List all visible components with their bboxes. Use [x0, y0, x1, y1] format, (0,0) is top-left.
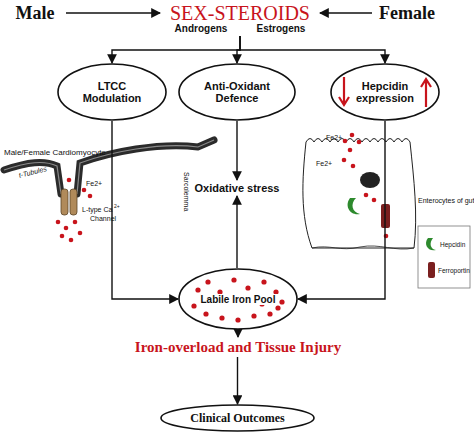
basal-membrane [312, 246, 414, 249]
channel-subunit [70, 189, 77, 215]
legend-hepcidin-icon [426, 238, 436, 250]
node-text: Male [16, 3, 55, 24]
node-text: Female [379, 3, 435, 24]
flow-arrow [236, 196, 237, 268]
decrease-arrow [339, 77, 349, 105]
node-text: Estrogens [257, 23, 306, 34]
increase-arrow [421, 79, 431, 107]
iron-dot [205, 279, 210, 284]
ellipse-shape [58, 64, 166, 120]
text-node: SEX-STEROIDSAndrogens Estrogens [160, 0, 320, 36]
node-text: Oxidative stress [195, 182, 280, 194]
annotation-label: Male/Female Cardiomyocyte [4, 148, 106, 157]
flow-arrow [236, 121, 237, 180]
process-ellipse: Anti-Oxidant Defence [178, 63, 296, 121]
text-node: Male [4, 2, 66, 24]
legend-text: Hepcidin [440, 241, 465, 248]
process-ellipse: Hepcidin expression [330, 63, 440, 121]
iron-dot [279, 299, 284, 304]
text-row: Androgens Estrogens [160, 23, 320, 34]
iron-dot [219, 315, 224, 320]
flow-arrow [237, 330, 238, 337]
text-node: Female [372, 2, 442, 24]
iron-dot [275, 305, 280, 310]
annotation-label: Enterocytes of gut [418, 197, 474, 204]
flow-arrow [112, 36, 240, 63]
ellipse-shape [161, 405, 314, 431]
flow-arrow [298, 121, 385, 299]
node-text: Labile Iron Pool [198, 294, 277, 305]
process-ellipse: Clinical Outcomes [160, 404, 315, 432]
iron-dot [203, 311, 208, 316]
annotation-label: Fe2+ [86, 180, 102, 187]
iron-dot [267, 311, 272, 316]
hepcidin-symbol [348, 198, 360, 214]
iron-dot [245, 285, 250, 290]
flow-arrow [240, 36, 385, 63]
legend-box [418, 226, 470, 288]
text-node: Iron-overload and Tissue Injury [110, 337, 366, 357]
iron-dots [342, 133, 389, 239]
flow-arrow [320, 12, 372, 13]
node-text: Clinical Outcomes [190, 411, 284, 426]
membrane-highlight [4, 140, 214, 194]
flow-arrow [66, 12, 160, 13]
nucleus [360, 172, 380, 188]
enterocyte-cell [303, 139, 416, 249]
node-text: SEX-STEROIDS [170, 3, 310, 23]
annotation-label: L-type Ca [82, 206, 112, 213]
annotation-label: Channel [90, 215, 116, 222]
ellipse-shape [179, 269, 297, 329]
iron-dot [195, 287, 200, 292]
ellipse-shape [179, 64, 295, 120]
legend-text: Ferroportin [438, 267, 470, 274]
ellipse-shape [331, 64, 439, 120]
iron-dot [191, 303, 196, 308]
channel-subunit [61, 189, 68, 215]
process-ellipse: LTCC Modulation [57, 63, 167, 121]
process-ellipse: Labile Iron Pool [178, 268, 298, 330]
annotation-label: Fe2+ [326, 134, 342, 141]
flow-arrow [237, 357, 238, 404]
sarcolemma-membrane [4, 140, 214, 194]
node-text: Androgens [175, 23, 228, 34]
iron-dot [261, 279, 266, 284]
legend-ferroportin-icon [428, 262, 435, 278]
node-text: Hepcidin expression [354, 80, 416, 104]
node-text: Anti-Oxidant Defence [192, 80, 282, 104]
annotation-label: t-Tubules [18, 165, 48, 179]
flow-arrow [112, 121, 178, 299]
node-text: Iron-overload and Tissue Injury [135, 339, 341, 356]
iron-dot [251, 313, 256, 318]
text-node: Oxidative stress [188, 180, 286, 196]
node-text: LTCC Modulation [72, 80, 152, 104]
annotation-label: 2+ [114, 203, 120, 209]
annotation-label: Fe2+ [316, 160, 332, 167]
iron-dot [235, 317, 240, 322]
annotation-label: Sarcolemma [183, 172, 190, 211]
iron-dot [231, 277, 236, 282]
